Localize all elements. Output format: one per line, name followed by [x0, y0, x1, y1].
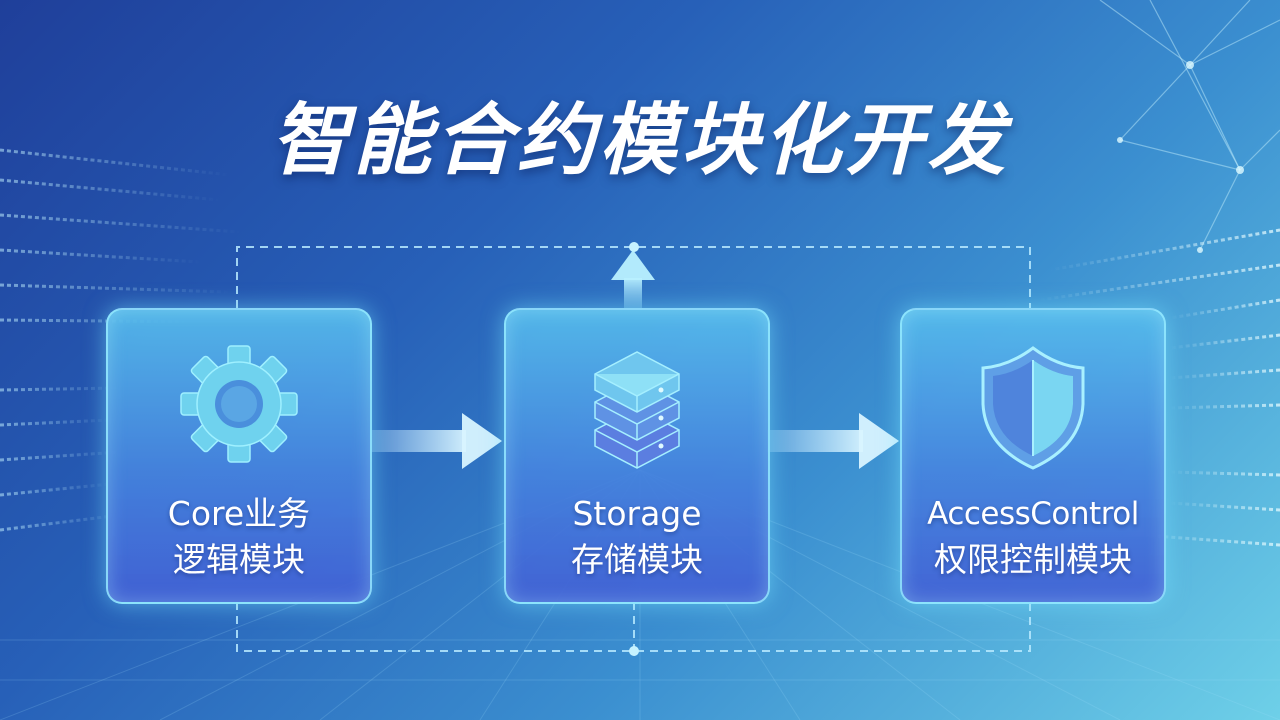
module-access-desc: 权限控制模块	[934, 540, 1132, 579]
binary-stream-left	[0, 148, 241, 532]
arrow-storage-to-access	[767, 413, 899, 469]
gear-icon	[180, 345, 298, 463]
shield-icon	[981, 346, 1085, 470]
arrow-up	[611, 250, 655, 308]
arrow-core-to-storage	[370, 413, 502, 469]
database-icon	[594, 351, 680, 469]
module-access-name: AccessControl	[927, 496, 1139, 532]
module-storage-desc: 存储模块	[571, 540, 703, 579]
connector-node-top	[629, 242, 639, 252]
module-access-control: AccessControl 权限控制模块	[900, 308, 1166, 604]
module-storage: Storage 存储模块	[504, 308, 770, 604]
page-title: 智能合约模块化开发	[270, 96, 1009, 186]
network-lines	[1099, 0, 1280, 251]
module-core-desc: 逻辑模块	[173, 540, 305, 579]
dashed-connection-loop	[236, 246, 1031, 652]
binary-stream-right	[1039, 228, 1280, 547]
connector-node-bottom	[629, 646, 639, 656]
module-core-name: Core业务	[167, 494, 311, 533]
network-nodes	[1117, 61, 1244, 253]
module-storage-name: Storage	[572, 494, 702, 533]
module-core: Core业务 逻辑模块	[106, 308, 372, 604]
